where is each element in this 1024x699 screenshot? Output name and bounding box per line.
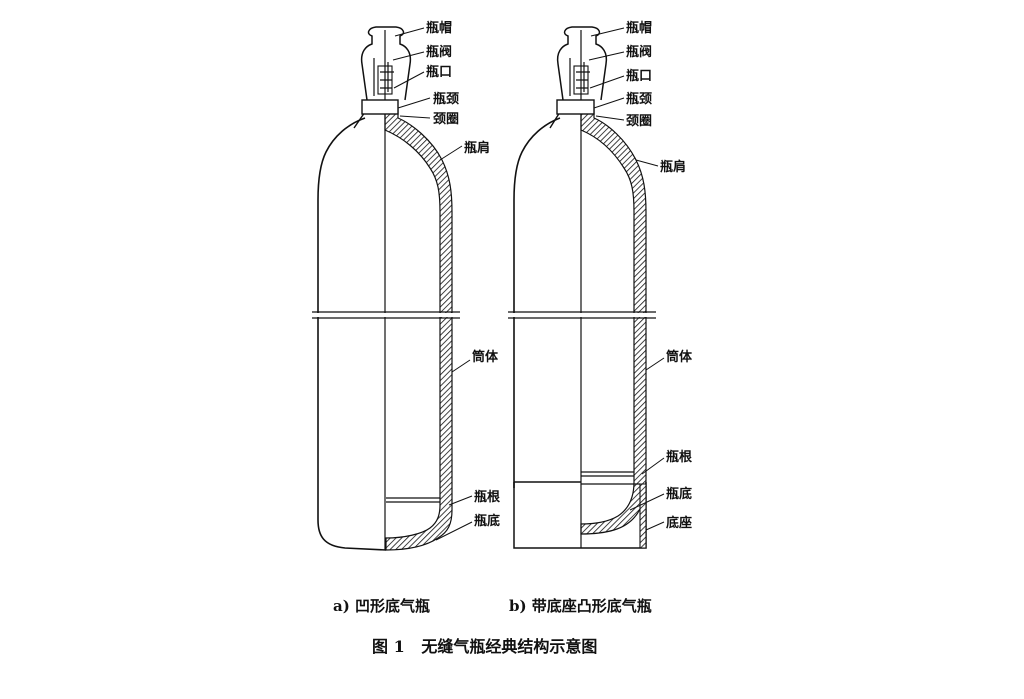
label-b-valve: 瓶阀 — [626, 44, 652, 60]
label-a-valve: 瓶阀 — [426, 44, 452, 60]
label-a-cap: 瓶帽 — [426, 20, 452, 36]
cylinder-b-neck — [556, 99, 595, 115]
label-a-bottom: 瓶底 — [474, 513, 500, 529]
cylinder-b-outline — [513, 117, 561, 488]
cylinder-b-labels: 瓶帽 瓶阀 瓶口 瓶颈 颈圈 瓶肩 筒体 瓶根 瓶底 底座 — [588, 20, 693, 531]
figure-caption: 图 1 无缝气瓶经典结构示意图 — [372, 637, 597, 656]
label-b-shoulder: 瓶肩 — [660, 159, 686, 175]
cylinder-b-wall-section — [580, 109, 647, 535]
label-a-shoulder: 瓶肩 — [464, 140, 490, 156]
cylinder-a-wall-section — [384, 109, 453, 551]
cylinder-b-valve-cap — [556, 26, 608, 101]
label-b-mouth: 瓶口 — [626, 68, 652, 84]
label-b-base: 底座 — [666, 515, 692, 531]
label-b-neck-ring: 颈圈 — [626, 114, 652, 129]
label-a-body: 筒体 — [472, 349, 499, 365]
subcaption-a: a) 凹形底气瓶 — [333, 597, 430, 615]
cylinder-a-neck — [361, 99, 399, 115]
label-a-neck: 瓶颈 — [433, 91, 459, 107]
label-a-mouth: 瓶口 — [426, 64, 452, 80]
subcaption-b: b) 带底座凸形底气瓶 — [509, 597, 652, 615]
label-b-root: 瓶根 — [666, 449, 693, 465]
cylinder-b-break-line — [508, 311, 656, 319]
cylinder-b — [508, 26, 656, 549]
label-b-cap: 瓶帽 — [626, 20, 652, 36]
cylinder-a — [312, 26, 460, 551]
cylinder-a-break-line — [312, 311, 460, 319]
label-b-neck: 瓶颈 — [626, 91, 652, 107]
cylinder-a-valve-cap — [360, 26, 412, 101]
cylinder-a-outline — [317, 117, 387, 551]
label-b-body: 筒体 — [666, 349, 693, 365]
cylinder-a-labels: 瓶帽 瓶阀 瓶口 瓶颈 颈圈 瓶肩 筒体 瓶根 瓶底 — [392, 20, 501, 541]
label-a-root: 瓶根 — [474, 489, 501, 505]
label-a-neck-ring: 颈圈 — [433, 112, 459, 127]
label-b-bottom: 瓶底 — [666, 486, 692, 502]
